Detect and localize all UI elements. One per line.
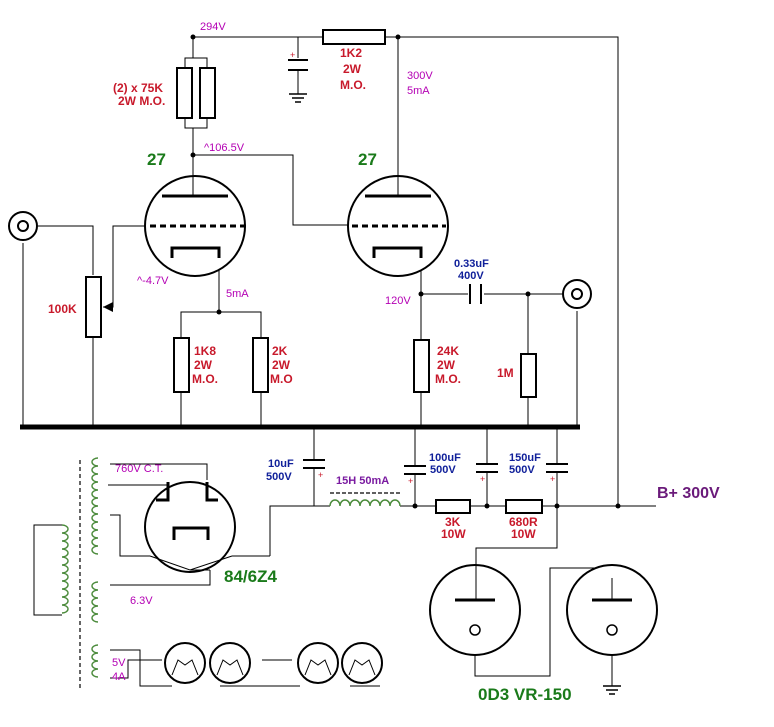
r2k-label-3: M.O xyxy=(270,372,293,386)
capacitor-033uf xyxy=(469,284,482,304)
vacuum-tube-icon-v1 xyxy=(144,170,246,277)
resistor-2k xyxy=(252,337,269,393)
svg-text:+: + xyxy=(290,50,295,60)
r2k-label-2: 2W xyxy=(272,358,291,372)
choke-label: 15H 50mA xyxy=(336,475,389,487)
ground-icon-top xyxy=(289,93,307,103)
c150-label-2: 500V xyxy=(509,464,535,476)
c100-label-1: 100uF xyxy=(429,452,461,464)
tube-v2-label: 27 xyxy=(358,150,377,169)
c10-label-2: 500V xyxy=(266,471,292,483)
r1k8-label-1: 1K8 xyxy=(194,344,216,358)
vacuum-tube-icon-0d3 xyxy=(429,564,521,656)
tube-v1-label: 27 xyxy=(147,150,166,169)
plate-resistor-label-2: 2W M.O. xyxy=(118,94,165,108)
wiring xyxy=(22,36,656,687)
voltage-294: 294V xyxy=(200,21,226,33)
voltage-106: ^106.5V xyxy=(204,142,245,154)
r680-label-1: 680R xyxy=(509,515,538,529)
pilot-lamp-icon-2 xyxy=(209,642,251,684)
capacitor-10uf xyxy=(303,459,325,469)
r1k8-label-3: M.O. xyxy=(192,372,218,386)
r1k2-label-2: 2W xyxy=(343,62,362,76)
vacuum-tube-icon-v2 xyxy=(347,170,449,277)
r24k-label-3: M.O. xyxy=(435,372,461,386)
rectifier-label: 84/6Z4 xyxy=(224,567,277,586)
r3k-label-1: 3K xyxy=(445,515,461,529)
r2k-label-1: 2K xyxy=(272,344,288,358)
resistor-75k-b xyxy=(199,67,216,119)
current-5ma-top: 5mA xyxy=(407,85,430,97)
output-jack-icon xyxy=(562,279,592,309)
potentiometer-100k xyxy=(85,276,102,338)
pilot-lamp-icon-3 xyxy=(297,642,339,684)
r1k2-label-3: M.O. xyxy=(340,78,366,92)
cap-out-label-1: 0.33uF xyxy=(454,258,489,270)
resistor-680r xyxy=(505,499,543,514)
r1k8-label-2: 2W xyxy=(194,358,213,372)
c100-label-2: 500V xyxy=(430,464,456,476)
svg-text:+: + xyxy=(480,474,485,484)
resistor-1k8 xyxy=(173,337,190,393)
cap-out-label-2: 400V xyxy=(458,270,484,282)
heater-63-label: 6.3V xyxy=(130,595,153,607)
choke-icon xyxy=(329,492,401,507)
capacitor-150uf-a xyxy=(476,463,498,473)
svg-text:+: + xyxy=(408,476,413,486)
capacitor-150uf-b xyxy=(546,463,568,473)
polarity-marks: + + + + + xyxy=(290,50,555,486)
r680-label-2: 10W xyxy=(511,527,536,541)
c150-label-1: 150uF xyxy=(509,452,541,464)
svg-text:+: + xyxy=(550,474,555,484)
heater-5v-label: 5V xyxy=(112,657,126,669)
input-jack-icon xyxy=(8,211,38,241)
transformer-icon xyxy=(33,457,99,690)
r24k-label-1: 24K xyxy=(437,344,459,358)
vacuum-tube-icon-rectifier xyxy=(144,481,236,573)
pot-label: 100K xyxy=(48,302,77,316)
r1m-label: 1M xyxy=(497,366,514,380)
heater-4a-label: 4A xyxy=(112,671,126,683)
r24k-label-2: 2W xyxy=(437,358,456,372)
ct-label: 760V C.T. xyxy=(115,463,163,475)
capacitor-top xyxy=(288,59,308,94)
ground-icon-bottom xyxy=(603,685,621,695)
current-5ma: 5mA xyxy=(226,288,249,300)
voltage-minus-4: ^-4.7V xyxy=(137,275,169,287)
svg-text:+: + xyxy=(318,470,323,480)
plate-resistor-label-1: (2) x 75K xyxy=(113,81,163,95)
regulator-label: 0D3 VR-150 xyxy=(478,685,572,704)
junction-dots xyxy=(190,34,621,509)
resistor-1m xyxy=(520,353,537,398)
r3k-label-2: 10W xyxy=(441,527,466,541)
resistor-75k-a xyxy=(176,67,193,119)
r1k2-label-1: 1K2 xyxy=(340,46,362,60)
pilot-lamp-icon-1 xyxy=(164,642,206,684)
resistor-1k2 xyxy=(322,29,386,45)
capacitor-100uf xyxy=(404,465,426,475)
voltage-120: 120V xyxy=(385,295,411,307)
vacuum-tube-icon-vr150 xyxy=(566,564,658,656)
resistor-24k xyxy=(413,339,430,393)
pilot-lamp-icon-4 xyxy=(341,642,383,684)
resistor-3k xyxy=(435,499,471,514)
bplus-label: B+ 300V xyxy=(657,485,720,502)
c10-label-1: 10uF xyxy=(268,458,294,470)
voltage-300: 300V xyxy=(407,70,433,82)
pot-wiper-arrow xyxy=(103,302,113,312)
labels: 294V (2) x 75K 2W M.O. 1K2 2W M.O. 300V … xyxy=(48,21,720,704)
